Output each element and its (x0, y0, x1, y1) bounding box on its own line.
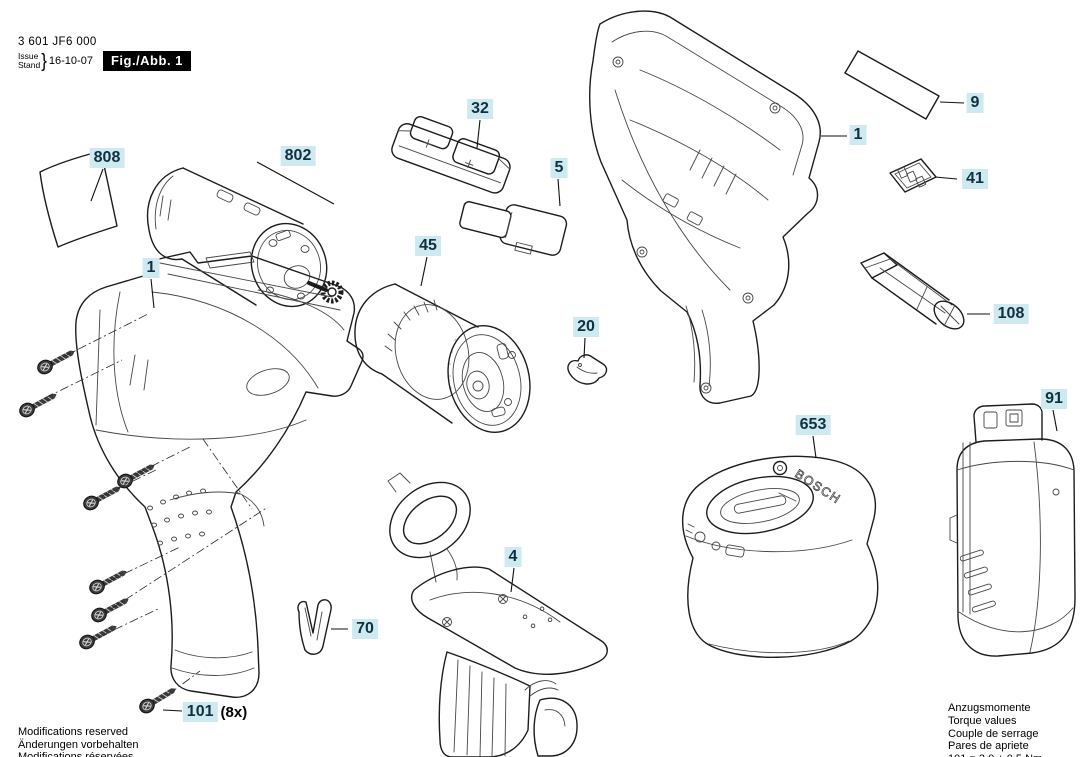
footer-line-en: Modifications reserved (18, 726, 129, 738)
part-label-1-right: 1 (849, 125, 867, 145)
part-label-9: 9 (966, 93, 984, 113)
part-number-chip: 45 (415, 236, 441, 256)
part-sticker-9 (844, 50, 940, 120)
issue-brace: } (41, 49, 47, 72)
part-label-5: 5 (550, 158, 568, 178)
footer-line-de: Änderungen vorbehalten (18, 738, 139, 751)
part-clip-70 (297, 599, 332, 655)
part-clip-20 (567, 354, 608, 385)
part-housing-right-1 (589, 10, 821, 404)
part-label-808: 808 (89, 148, 125, 168)
part-number-chip: 41 (962, 169, 988, 189)
part-switch-module-4 (387, 472, 608, 757)
torque-heading-en: Torque values (948, 714, 1017, 727)
footer-modifications: Modifications reserved Änderungen vorbeh… (18, 726, 138, 757)
issue-label-de: Stand (18, 60, 41, 70)
part-number-chip: 1 (849, 125, 867, 145)
part-screws-101 (16, 344, 180, 717)
part-selector-32 (391, 116, 511, 194)
part-number-chip: 108 (993, 304, 1029, 324)
part-label-45: 45 (415, 236, 441, 256)
part-label-4: 4 (504, 547, 522, 567)
part-label-1-left: 1 (142, 258, 160, 278)
issue-label-en: Issue (18, 51, 39, 61)
part-number-chip: 4 (504, 547, 522, 567)
part-label-20: 20 (573, 317, 599, 337)
footer-line-fr-partial: Modifications réservées (18, 751, 134, 757)
torque-heading-de: Anzugsmomente (948, 702, 1031, 714)
part-quantity-suffix: (8x) (220, 703, 248, 721)
part-label-653: 653 (795, 415, 831, 435)
part-label-802: 802 (280, 146, 316, 166)
torque-heading-es: Pares de apriete (948, 740, 1029, 753)
part-label-101: 101 (8x) (182, 702, 248, 722)
figure-badge: Fig./Abb. 1 (102, 51, 191, 71)
part-label-32: 32 (467, 99, 493, 119)
part-charger-653: BOSCH (681, 455, 879, 658)
part-number-chip: 5 (550, 158, 568, 178)
part-label-70: 70 (352, 619, 378, 639)
charger-brand-text: BOSCH (792, 467, 843, 507)
part-number-chip: 91 (1041, 389, 1067, 409)
part-number-chip: 1 (142, 258, 160, 278)
footer-torque-values: Anzugsmomente Torque values Couple de se… (948, 702, 1042, 757)
part-number-chip: 101 (182, 702, 218, 722)
assembly-center-lines (44, 313, 269, 695)
torque-value-partial: 101 = 3,0 + 0,5 Nm (948, 753, 1042, 757)
part-battery-91 (949, 403, 1076, 657)
part-housing-left-1 (75, 251, 364, 698)
issue-row: Issue Stand } 16-10-07 Fig./Abb. 1 (18, 49, 191, 72)
part-number-chip: 20 (573, 317, 599, 337)
part-label-108: 108 (993, 304, 1029, 324)
type-number: 3 601 JF6 000 (18, 36, 97, 48)
part-label-91: 91 (1041, 389, 1067, 409)
part-number-chip: 653 (795, 415, 831, 435)
issue-date: 16-10-07 (48, 55, 93, 67)
part-screwdriver-bit-108 (860, 252, 965, 330)
part-motor-802 (146, 167, 344, 308)
part-nameplate-41 (889, 158, 937, 193)
torque-heading-fr: Couple de serrage (948, 727, 1039, 740)
part-label-41: 41 (962, 169, 988, 189)
leader-lines (90, 101, 1058, 712)
part-gearbox-45 (354, 283, 531, 433)
part-number-chip: 808 (89, 148, 125, 168)
part-number-chip: 32 (467, 99, 493, 119)
part-number-chip: 9 (966, 93, 984, 113)
part-sticker-808 (39, 150, 118, 248)
part-number-chip: 70 (352, 619, 378, 639)
drawing-header: 3 601 JF6 000 Issue Stand } 16-10-07 Fig… (18, 36, 191, 71)
issue-stand-labels: Issue Stand (18, 52, 40, 70)
part-switch-button-5 (459, 201, 568, 256)
part-number-chip: 802 (280, 146, 316, 166)
